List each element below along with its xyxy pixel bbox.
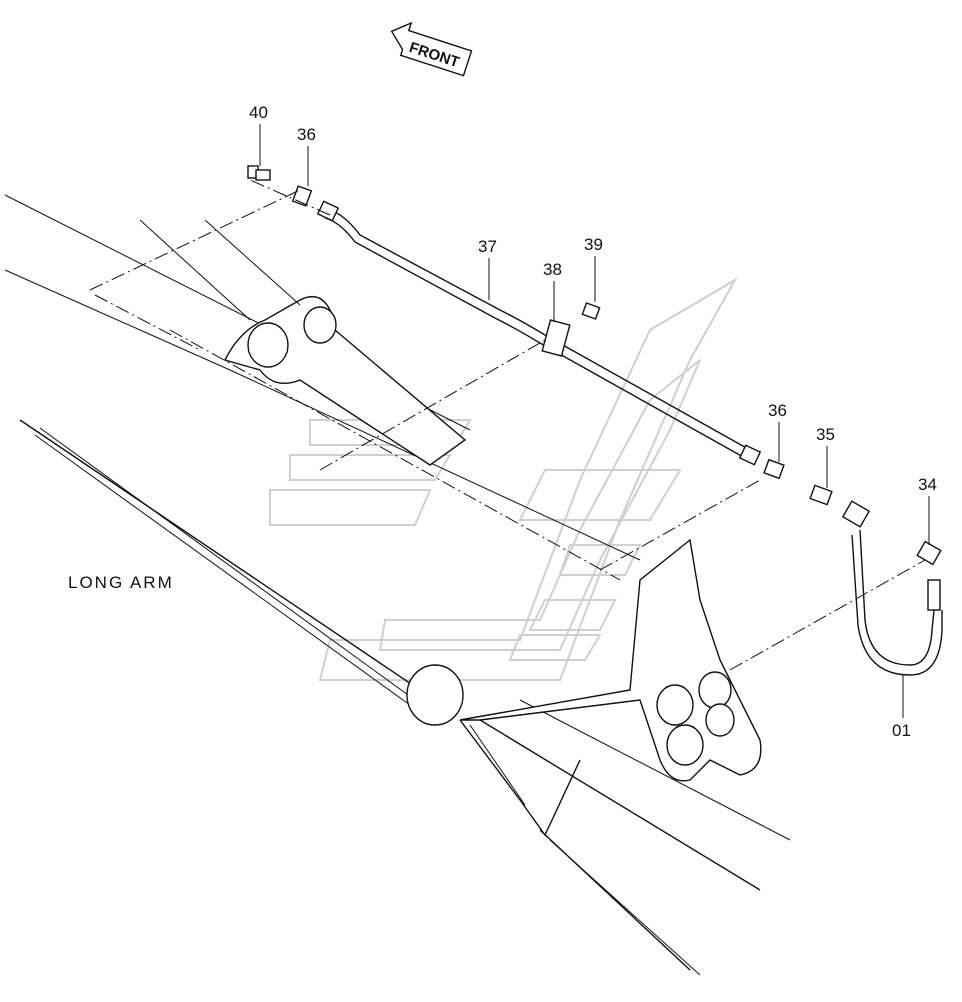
watermark-logo (269, 277, 738, 681)
grease-fitting-40 (247, 165, 271, 181)
rear-bracket (139, 219, 467, 466)
part-label: 01 (892, 721, 911, 740)
part-label: 34 (918, 475, 937, 494)
adapter-36-lower (763, 458, 785, 480)
part-label: 40 (249, 103, 268, 122)
part-label: 37 (478, 237, 497, 256)
part-label: 35 (816, 425, 835, 444)
part-label: 38 (543, 260, 562, 279)
part-label: 36 (768, 401, 787, 420)
hose (851, 529, 943, 676)
pipe-clamp (541, 302, 601, 357)
elbow-fitting (841, 500, 871, 528)
part-label: 36 (297, 125, 316, 144)
front-arrow: FRONT (390, 21, 473, 77)
elbow-34 (916, 540, 942, 611)
part-labels: 40 36 37 38 39 36 35 34 01 (249, 103, 937, 740)
part-label: 39 (584, 235, 603, 254)
front-bracket (406, 538, 762, 782)
center-lines (89, 179, 926, 671)
adapter-35 (809, 484, 833, 506)
long-arm-label: LONG ARM (68, 573, 174, 592)
grease-pipe (316, 200, 762, 466)
